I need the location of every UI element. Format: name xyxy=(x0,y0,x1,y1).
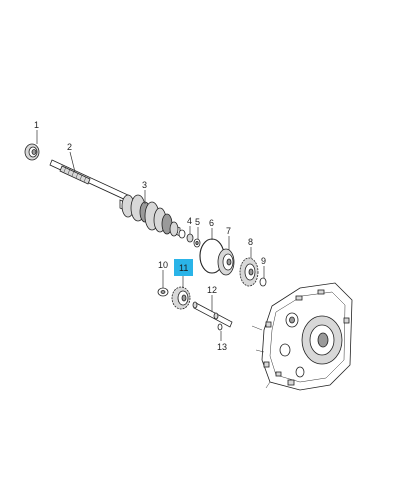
part-11-gear[interactable] xyxy=(171,286,191,310)
callout-2[interactable]: 2 xyxy=(67,142,72,152)
callout-11[interactable]: 11 xyxy=(179,263,188,273)
callout-11-highlight xyxy=(174,259,193,276)
part-12-pin[interactable] xyxy=(192,301,233,328)
part-8-gear[interactable] xyxy=(239,257,259,287)
part-9-ring[interactable] xyxy=(259,277,267,287)
callout-4[interactable]: 4 xyxy=(187,216,192,226)
callout-12[interactable]: 12 xyxy=(207,285,217,295)
callout-10[interactable]: 10 xyxy=(158,260,168,270)
callout-7[interactable]: 7 xyxy=(226,226,231,236)
part-1-bearing[interactable] xyxy=(24,143,40,161)
callout-13[interactable]: 13 xyxy=(217,342,227,352)
callout-5[interactable]: 5 xyxy=(195,217,200,227)
part-4-nut[interactable] xyxy=(186,233,194,243)
part-10-washer[interactable] xyxy=(157,287,169,297)
callout-1[interactable]: 1 xyxy=(34,120,39,130)
callout-6[interactable]: 6 xyxy=(209,218,214,228)
part-7-bearing[interactable] xyxy=(217,248,235,276)
part-5-washer[interactable] xyxy=(193,238,201,248)
part-2-shaft[interactable] xyxy=(49,159,131,202)
callout-8[interactable]: 8 xyxy=(248,237,253,247)
leader-2 xyxy=(69,151,76,173)
part-13-pin[interactable] xyxy=(217,323,223,331)
part-3-gear-cluster[interactable] xyxy=(119,194,186,239)
callout-3[interactable]: 3 xyxy=(142,180,147,190)
transmission-case xyxy=(251,282,353,391)
callout-9[interactable]: 9 xyxy=(261,256,266,266)
